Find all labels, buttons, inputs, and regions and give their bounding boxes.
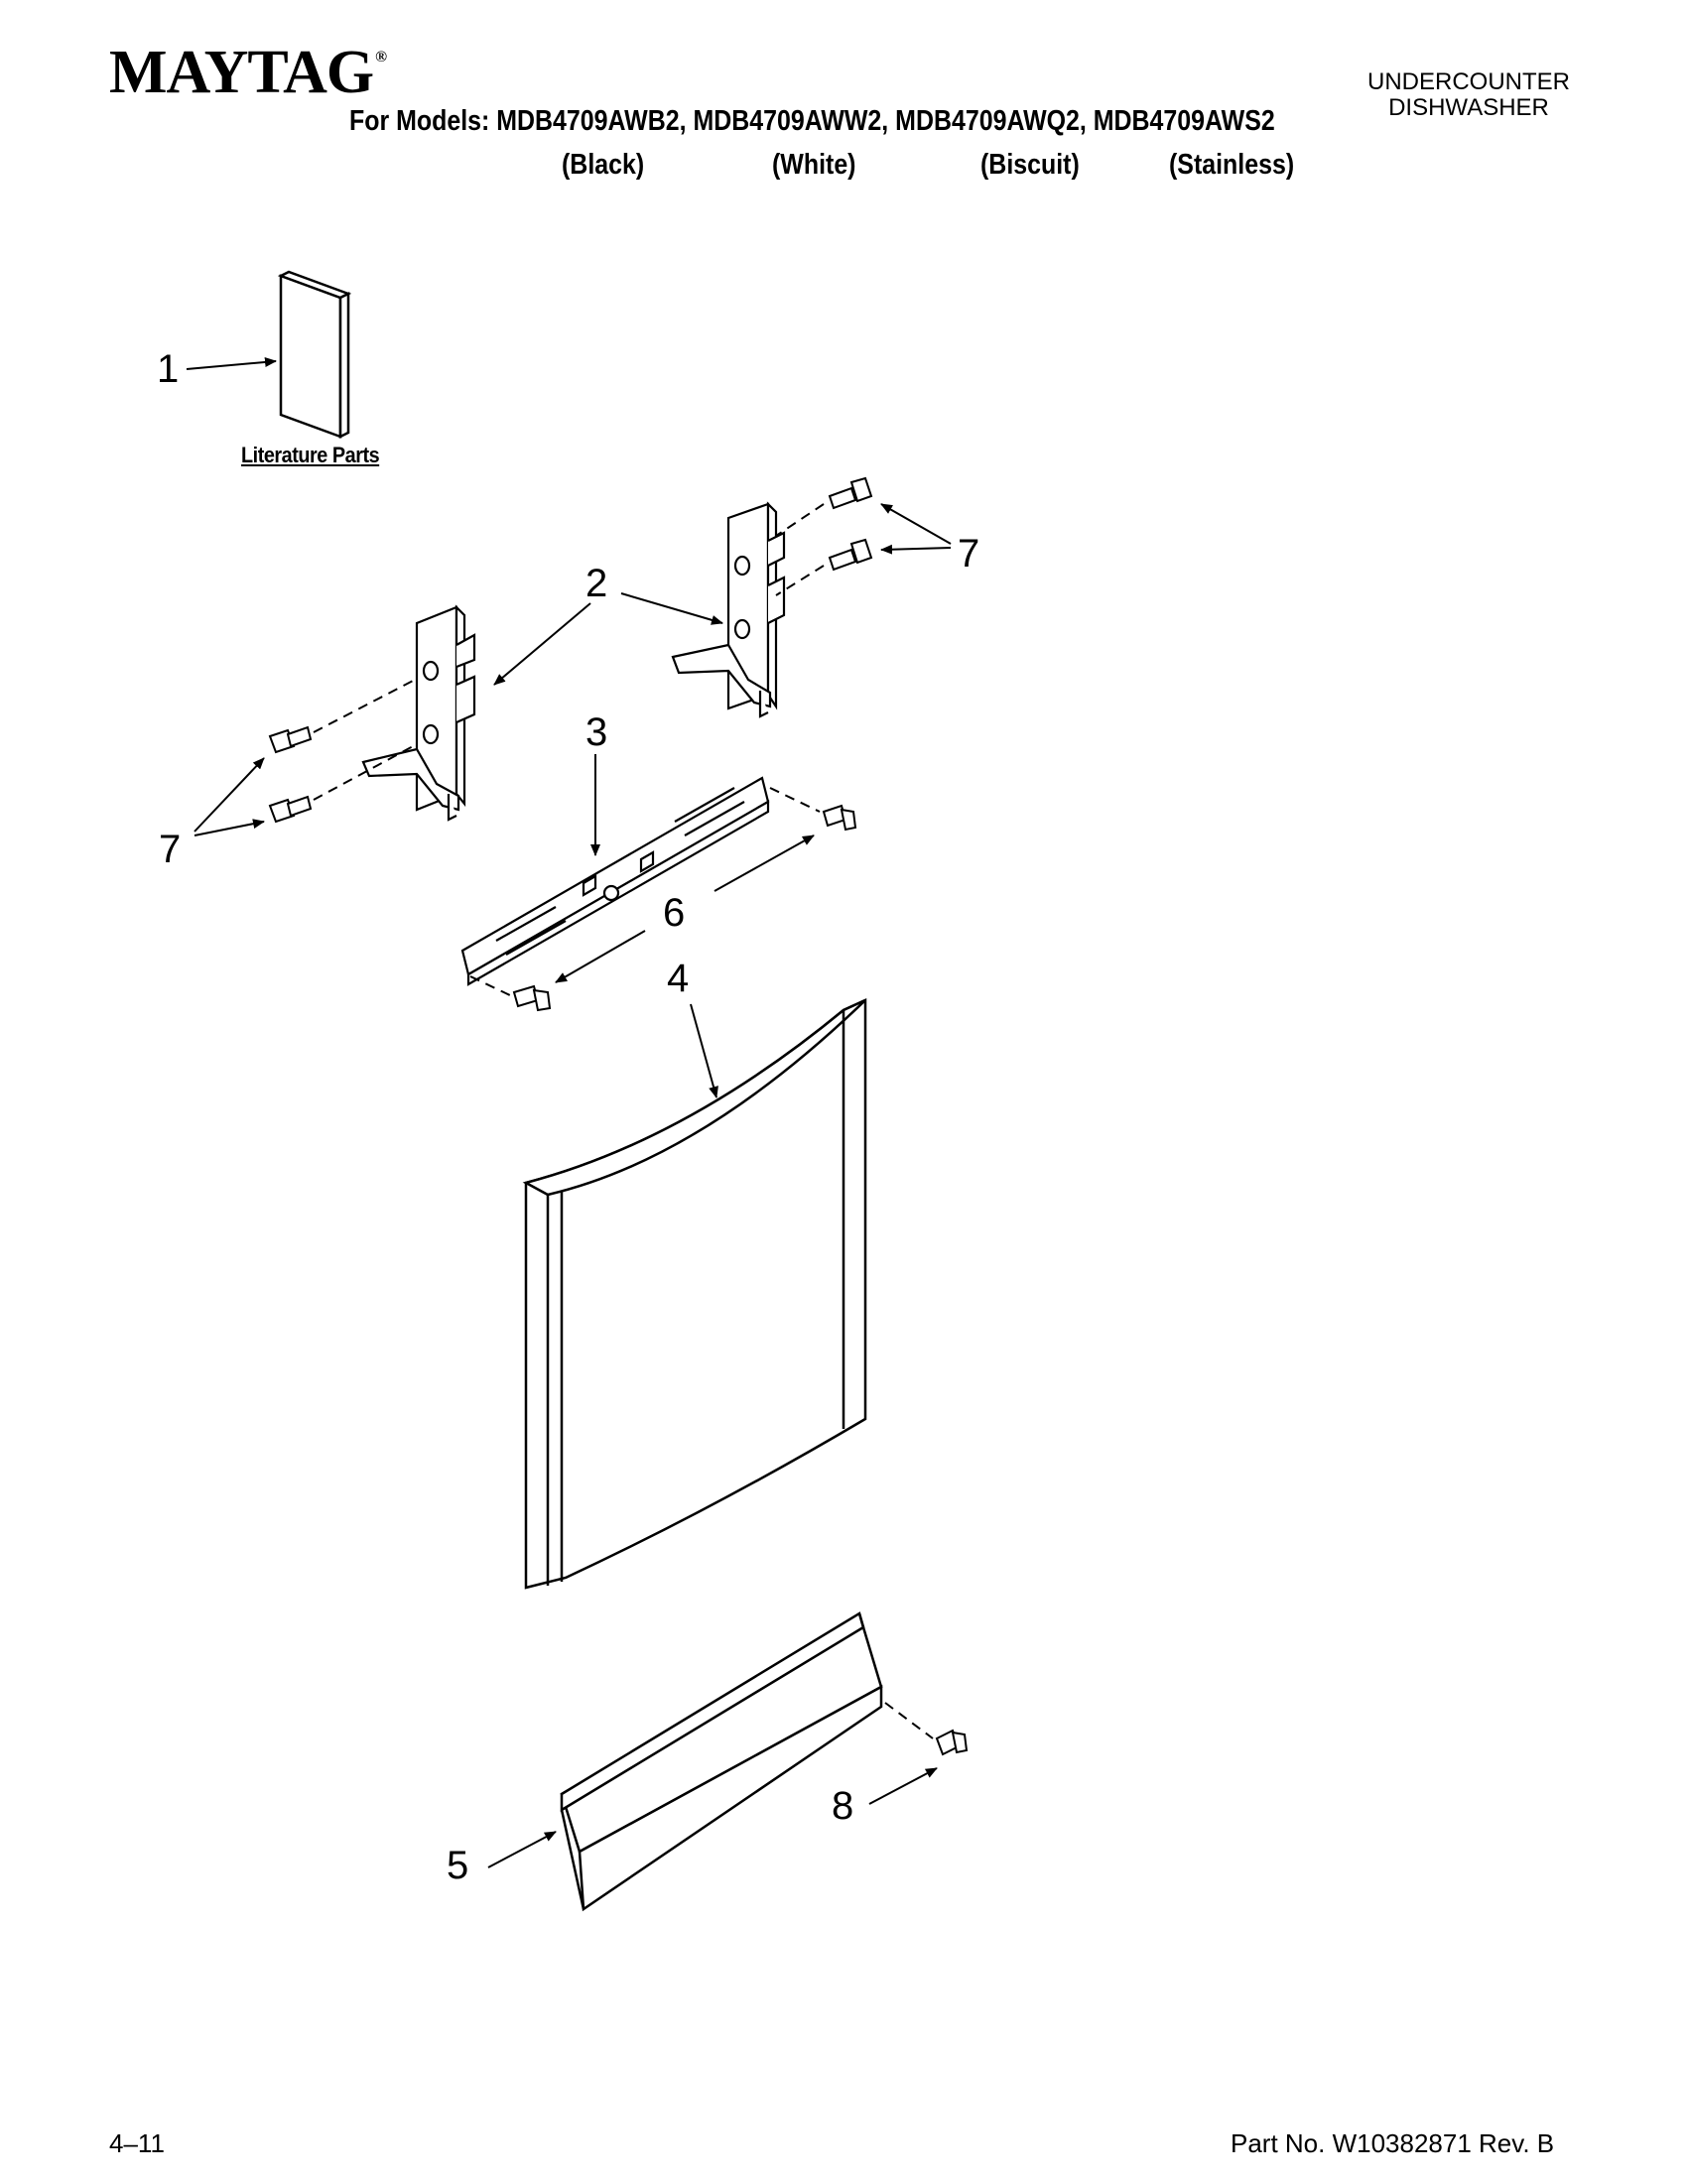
leader-6-upper	[714, 835, 815, 892]
door-panel	[522, 998, 867, 1590]
callout-4: 4	[667, 957, 690, 1000]
leader-8	[868, 1767, 938, 1805]
leader-1	[186, 356, 277, 370]
hinge-screws-left	[268, 725, 313, 824]
callout-1: 1	[157, 347, 180, 391]
mounting-bracket	[460, 776, 770, 986]
hinge-bracket-left	[361, 604, 476, 822]
leader-4	[690, 1003, 718, 1098]
dash-line	[775, 503, 825, 537]
brand-name: MAYTAG	[109, 39, 374, 106]
revision-date: 4–11	[109, 2128, 165, 2158]
callout-7-left: 7	[159, 828, 182, 871]
color-black: (Black)	[562, 149, 645, 181]
callout-8: 8	[832, 1784, 854, 1828]
bracket-screws	[512, 804, 857, 1012]
leader-7-left-b	[194, 819, 265, 836]
color-stainless: (Stainless)	[1169, 149, 1295, 181]
color-white: (White)	[772, 149, 856, 181]
callout-7-right: 7	[958, 532, 980, 576]
callout-6: 6	[663, 891, 686, 935]
brand-logo: MAYTAG®	[109, 39, 387, 106]
dash-line	[884, 1702, 934, 1739]
dash-line	[313, 678, 418, 733]
dash-line	[769, 787, 821, 813]
leader-6-lower	[555, 930, 646, 983]
hinge-screws-right	[828, 476, 873, 572]
callout-5: 5	[447, 1844, 469, 1887]
doc-type-line1: UNDERCOUNTER	[1367, 68, 1570, 95]
leader-2-right	[620, 592, 723, 625]
leader-7-right-b	[880, 544, 952, 555]
leader-5	[487, 1831, 557, 1868]
literature-booklet	[277, 270, 352, 440]
callout-3: 3	[585, 710, 608, 754]
part-number: Part No. W10382871 Rev. B	[1231, 2128, 1555, 2158]
color-biscuit: (Biscuit)	[980, 149, 1080, 181]
hinge-bracket-right	[671, 501, 786, 718]
leader-2-left	[493, 602, 591, 686]
dash-line	[313, 743, 418, 801]
leader-7-right-a	[880, 503, 952, 545]
registered-mark: ®	[375, 49, 387, 65]
doc-type-line2: DISHWASHER	[1388, 94, 1549, 121]
models-line: For Models: MDB4709AWB2, MDB4709AWW2, MD…	[349, 105, 1275, 137]
dash-line	[469, 975, 513, 997]
toe-kick-panel	[560, 1611, 883, 1912]
document-type: UNDERCOUNTER DISHWASHER	[1355, 69, 1583, 121]
literature-parts-label: Literature Parts	[241, 443, 380, 467]
toe-kick-screw	[935, 1729, 969, 1756]
callout-2: 2	[585, 562, 608, 605]
leader-7-left-a	[194, 757, 265, 833]
dash-line	[775, 565, 825, 596]
